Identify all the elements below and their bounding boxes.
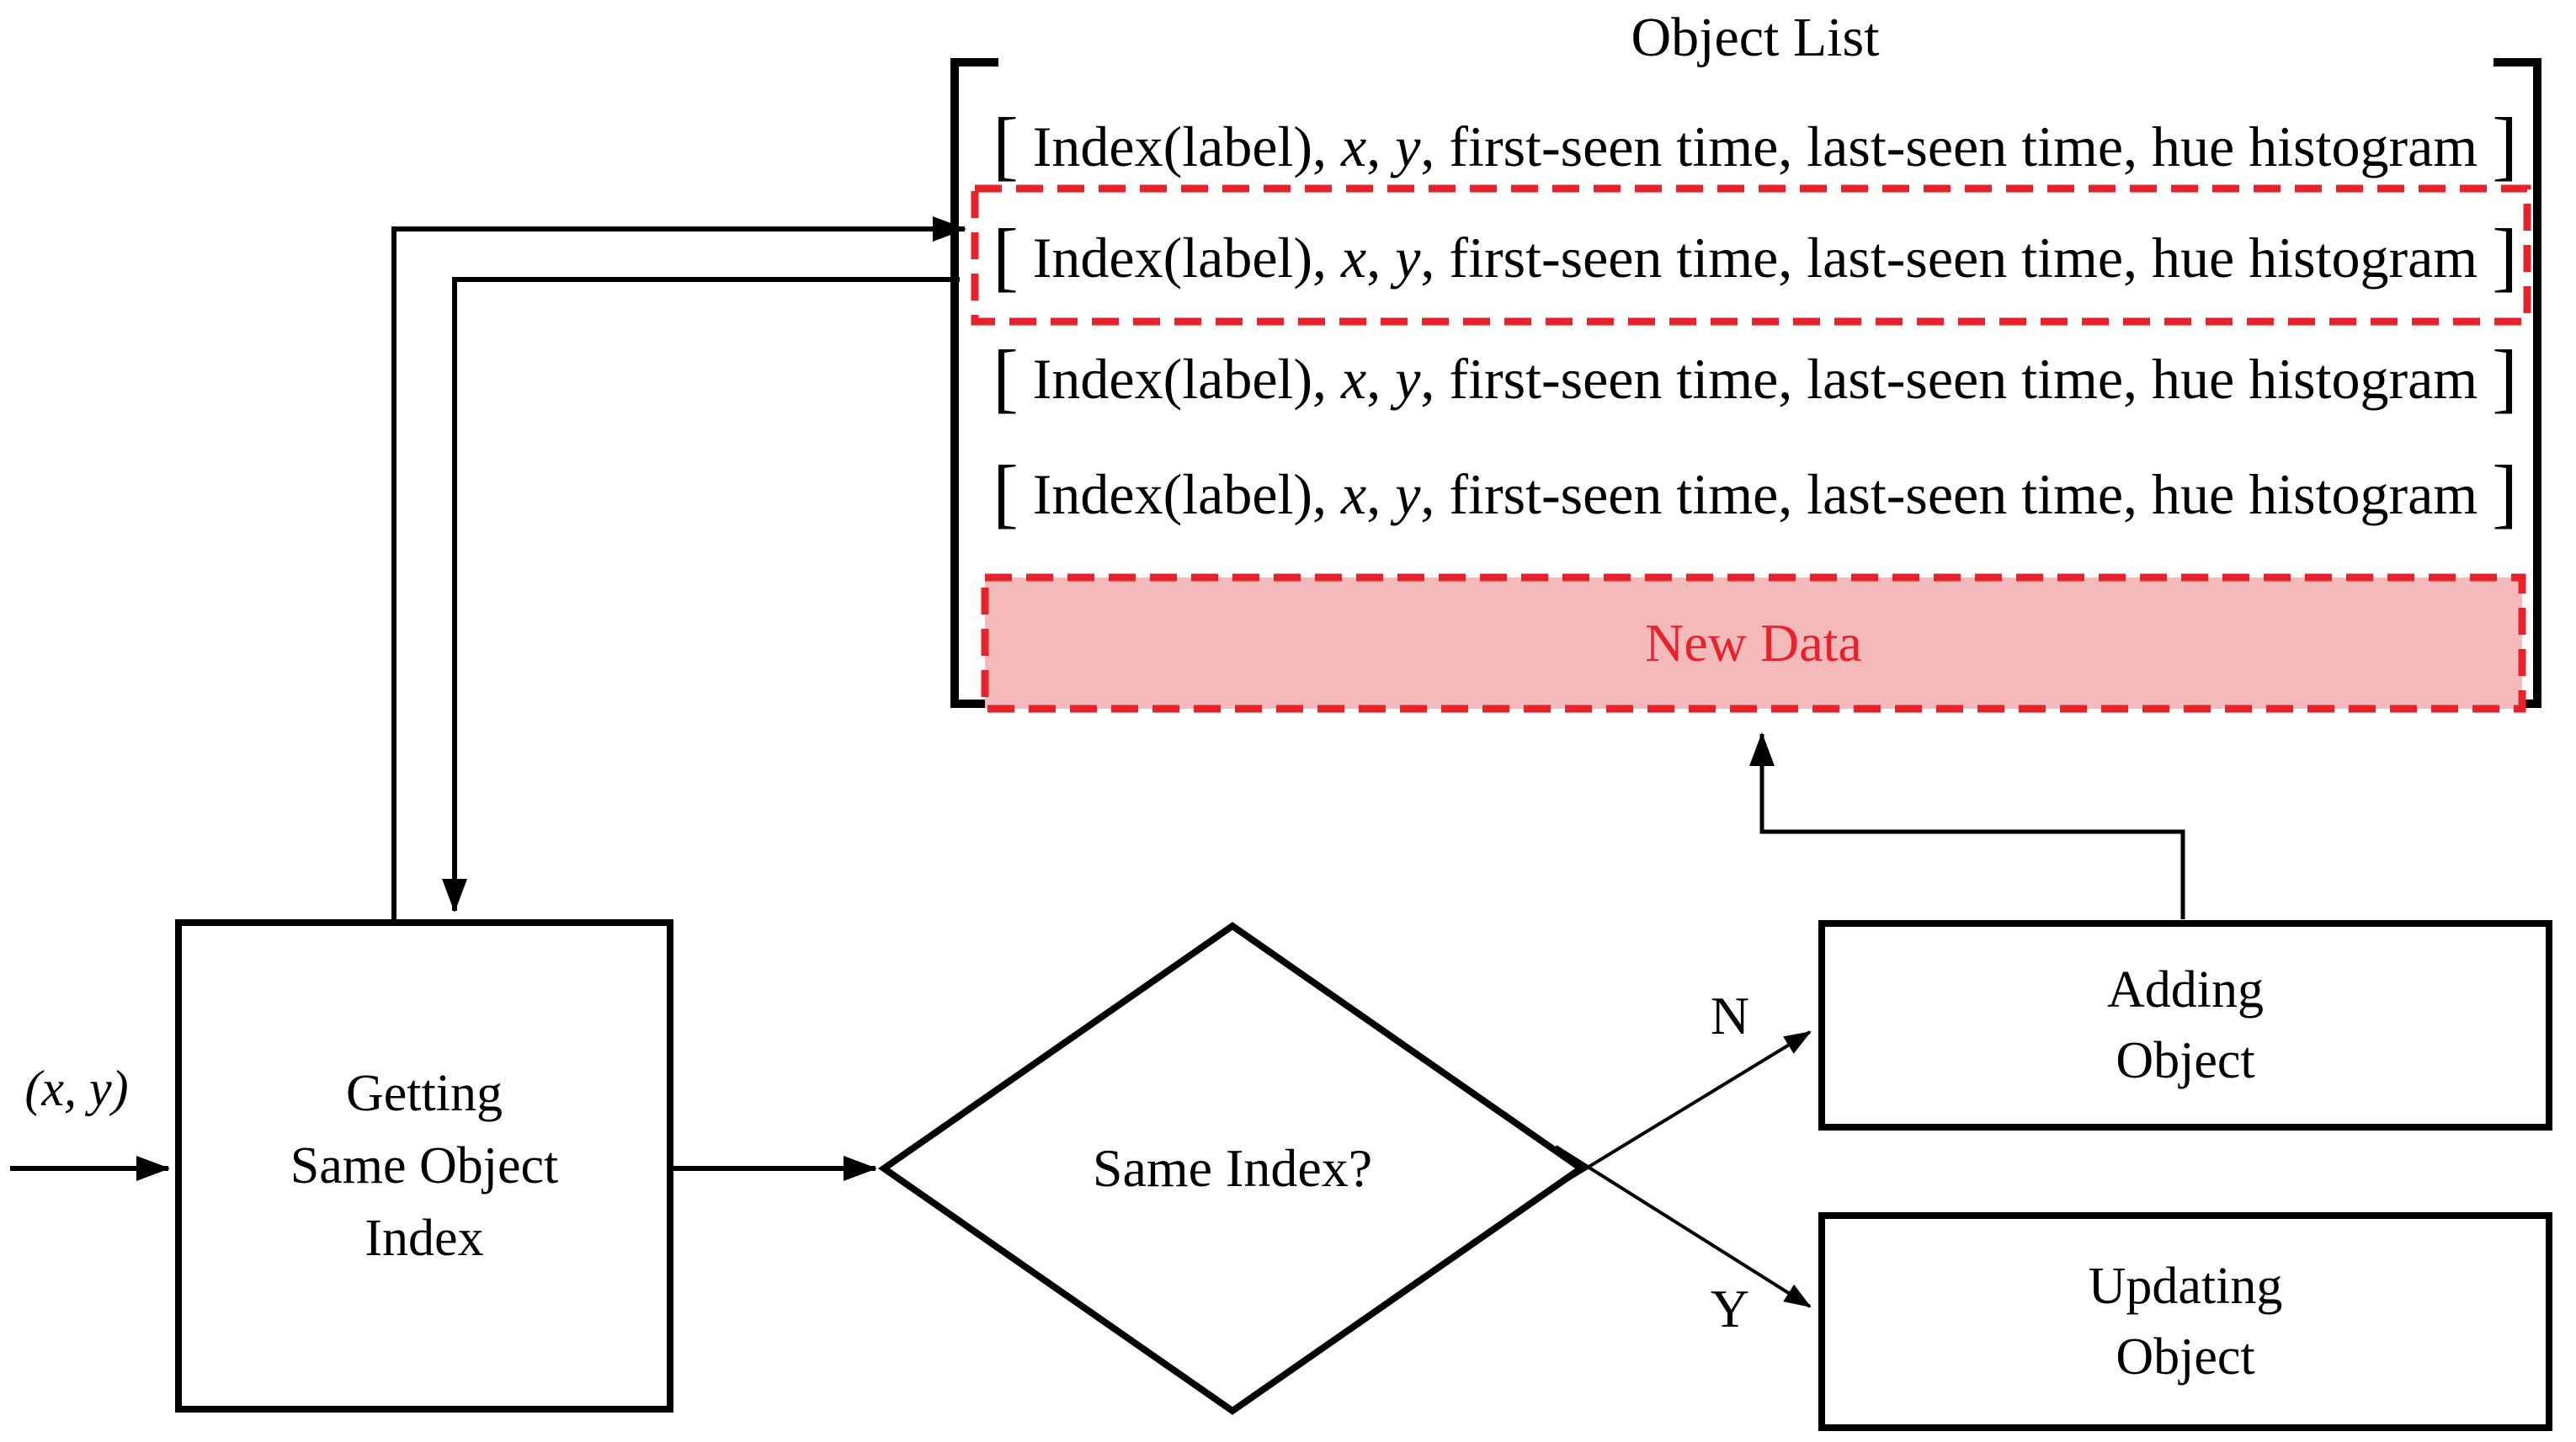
getting-same-object-index-box: Getting Same Object Index [175, 919, 673, 1413]
adding-object-box: Adding Object [1818, 920, 2552, 1131]
object-list-row-highlighted: [ Index(label), x, y, first-seen time, l… [993, 213, 2518, 299]
arrow-decision-n [1554, 1030, 1812, 1189]
arrow-getting-to-list [391, 216, 966, 919]
object-list-row: [ Index(label), x, y, first-seen time, l… [993, 102, 2518, 188]
arrow-decision-y [1554, 1145, 1812, 1308]
object-list-bracket-left [950, 58, 998, 708]
new-data-box [981, 573, 2526, 713]
getting-box-label-line1: Getting [346, 1065, 503, 1122]
getting-box-label-line2: Same Object [290, 1137, 559, 1195]
updating-object-box: Updating Object [1818, 1212, 2552, 1431]
branch-label-y: Y [1710, 1279, 1750, 1338]
arrow-list-to-getting [442, 277, 960, 913]
object-list-title: Object List [1631, 7, 1880, 68]
getting-box-label-line3: Index [365, 1210, 484, 1267]
adding-box-label-line2: Object [2116, 1032, 2255, 1089]
updating-box-label-line2: Object [2116, 1328, 2255, 1386]
highlighted-row-outline [971, 184, 2531, 326]
object-list-row: [ Index(label), x, y, first-seen time, l… [993, 450, 2518, 535]
adding-box-label-line1: Adding [2107, 961, 2264, 1019]
branch-label-n: N [1710, 986, 1750, 1046]
updating-box-label-line1: Updating [2088, 1258, 2283, 1315]
decision-diamond [877, 922, 1588, 1415]
object-list-row: [ Index(label), x, y, first-seen time, l… [993, 334, 2518, 420]
new-data-label: New Data [1645, 613, 1862, 673]
input-coordinates-label: (x, y) [24, 1061, 129, 1116]
arrow-adding-to-new-data [1749, 732, 2185, 919]
decision-label: Same Index? [1092, 1138, 1373, 1198]
